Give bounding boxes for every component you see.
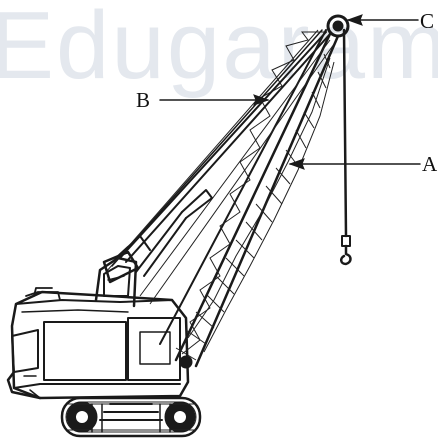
label-b: B — [136, 88, 150, 112]
watermark: Edugarami — [0, 0, 438, 99]
crane-cab-body — [6, 256, 190, 400]
hoist-rope-and-hook — [340, 28, 352, 266]
label-a: A — [422, 152, 438, 176]
boom-lattice — [159, 29, 340, 369]
boom-tip-sheave — [326, 14, 350, 38]
boom-pendant-lines — [102, 29, 335, 305]
label-c: C — [420, 9, 434, 33]
callout-c: C — [346, 9, 434, 33]
crawler-tracks — [60, 396, 202, 438]
callout-a: A — [288, 152, 438, 176]
callout-b: B — [136, 88, 270, 112]
